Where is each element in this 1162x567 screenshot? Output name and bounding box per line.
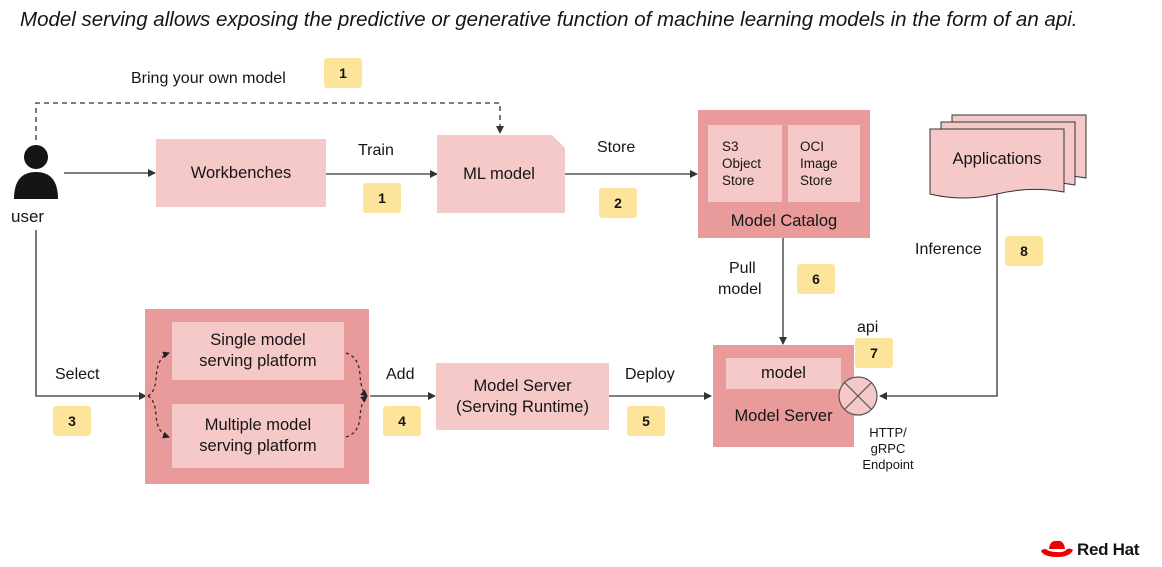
model-server-box: model Model Server	[713, 345, 854, 447]
store-label: Store	[597, 139, 636, 156]
caption: Model serving allows exposing the predic…	[20, 8, 1078, 31]
badge-select: 3	[53, 406, 91, 436]
arrow-select	[35, 230, 147, 400]
train-label: Train	[358, 142, 394, 159]
badge-store: 2	[599, 188, 637, 218]
badge-inference: 8	[1005, 236, 1043, 266]
add-label: Add	[386, 366, 415, 383]
badge-deploy: 5	[627, 406, 665, 436]
workbenches-box: Workbenches	[156, 139, 326, 207]
deploy-label: Deploy	[625, 366, 675, 383]
badge-byom: 1	[324, 58, 362, 88]
model-box: model	[726, 358, 841, 389]
select-label: Select	[55, 366, 100, 383]
badge-pull: 6	[797, 264, 835, 294]
s3-object-store-label: S3 Object Store	[722, 139, 762, 188]
pull-model-label: Pull model	[718, 260, 762, 298]
user-label: user	[11, 207, 45, 226]
single-model-platform-box: Single model serving platform	[172, 322, 344, 380]
multiple-model-platform-box: Multiple model serving platform	[172, 404, 344, 468]
byom-label: Bring your own model	[131, 70, 286, 87]
model-catalog-label: Model Catalog	[730, 212, 838, 230]
user-icon	[14, 145, 58, 199]
api-label: api	[857, 319, 879, 336]
serving-platform-group: Single model serving platform Multiple m…	[145, 309, 369, 484]
ml-model-label: ML model	[463, 164, 535, 183]
applications-shape	[929, 114, 1087, 199]
red-hat-fedora-icon	[1041, 540, 1073, 557]
inference-label: Inference	[915, 241, 982, 258]
badge-add: 4	[383, 406, 421, 436]
oci-image-store-box: OCI Image Store	[788, 125, 860, 202]
arrow-inference	[879, 192, 998, 400]
model-server-label: Model Server	[734, 407, 833, 425]
byom-dashed-arrow	[35, 102, 504, 140]
platform-choice-arrows	[147, 351, 368, 439]
oci-image-store-label: OCI Image Store	[800, 139, 838, 188]
endpoint-label: HTTP/ gRPC Endpoint	[862, 425, 914, 472]
s3-object-store-box: S3 Object Store	[708, 125, 782, 202]
red-hat-logo-text: Red Hat	[1077, 540, 1140, 559]
model-server-runtime-box: Model Server (Serving Runtime)	[436, 363, 609, 430]
badge-api: 7	[855, 338, 893, 368]
applications-label: Applications	[952, 149, 1042, 168]
model-catalog-box: S3 Object Store OCI Image Store Model Ca…	[698, 110, 870, 238]
ml-model-shape	[437, 135, 565, 213]
badge-train: 1	[363, 183, 401, 213]
